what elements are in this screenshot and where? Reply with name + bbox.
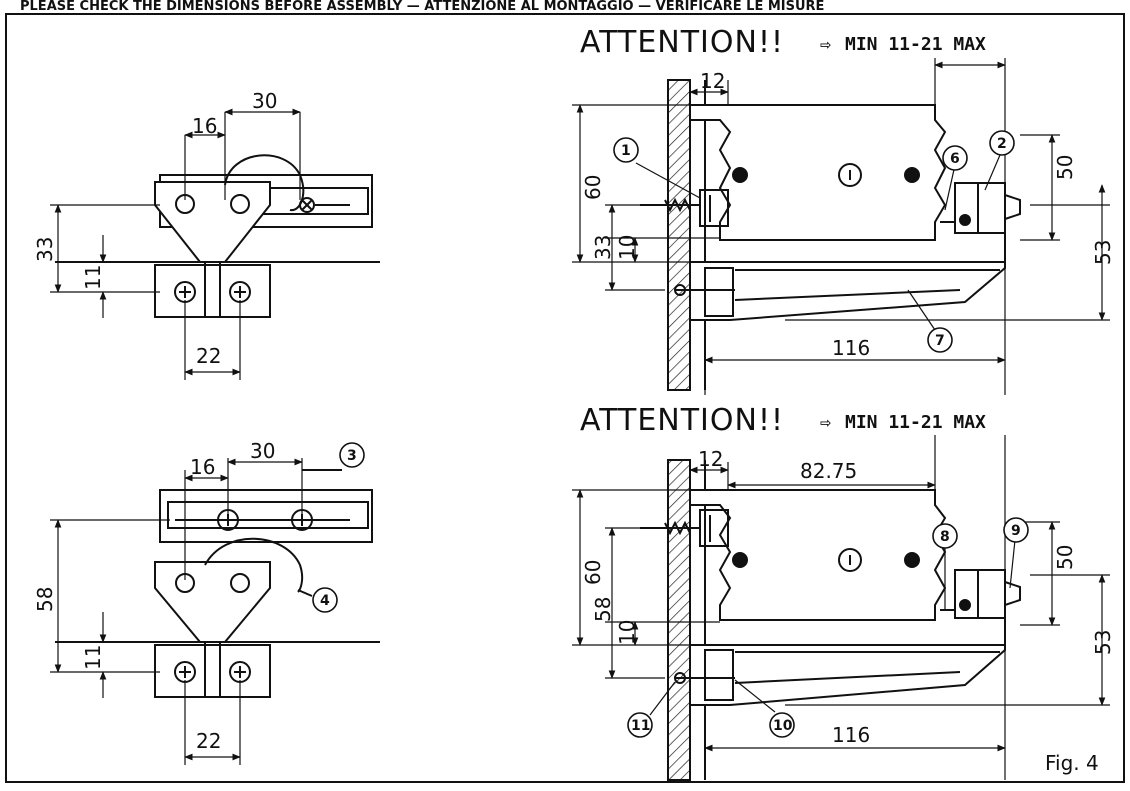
callout-10: 10 <box>773 718 793 734</box>
dim-60-top-right: 60 <box>581 175 605 200</box>
arrow-right-icon: ⇨ <box>820 34 831 55</box>
dim-116-top-right: 116 <box>832 336 870 360</box>
dim-16-top-left: 16 <box>192 114 217 138</box>
figure-label: Fig. 4 <box>1045 751 1099 775</box>
dim-11-top-left: 11 <box>81 265 105 290</box>
attention-label-bottom: ATTENTION!! <box>580 403 784 438</box>
range-label-bottom: MIN 11-21 MAX <box>845 412 986 433</box>
bottom-right-view <box>640 459 1021 781</box>
top-cut-text: PLEASE CHECK THE DIMENSIONS BEFORE ASSEM… <box>20 0 824 14</box>
callout-9: 9 <box>1011 523 1021 539</box>
dim-12-top-right: 12 <box>700 69 725 93</box>
dim-60-bottom-right: 60 <box>581 560 605 585</box>
callout-4: 4 <box>320 593 330 609</box>
dim-30-bottom-left: 30 <box>250 439 275 463</box>
bottom-right-dims <box>572 435 1110 780</box>
callout-11: 11 <box>631 718 650 734</box>
callout-7: 7 <box>935 333 945 349</box>
callout-1: 1 <box>621 143 631 159</box>
callout-3: 3 <box>347 448 357 464</box>
top-right-dims <box>572 58 1110 395</box>
dim-11-bottom-left: 11 <box>81 645 105 670</box>
dim-12-bottom-right: 12 <box>698 447 723 471</box>
dim-53-bottom-right: 53 <box>1091 630 1115 655</box>
top-left-dims <box>50 108 301 380</box>
dim-82-75-bottom-right: 82.75 <box>800 459 857 483</box>
top-right-callouts <box>613 130 1015 353</box>
dim-10-bottom-right: 10 <box>615 620 639 645</box>
dim-53-top-right: 53 <box>1091 240 1115 265</box>
dim-116-bottom-right: 116 <box>832 723 870 747</box>
dim-22-top-left: 22 <box>196 344 221 368</box>
dim-33-top-left: 33 <box>33 237 57 262</box>
bottom-left-dims <box>50 458 303 765</box>
arrow-right-icon-bottom: ⇨ <box>820 412 831 433</box>
callout-6: 6 <box>950 151 960 167</box>
dim-58-bottom-right: 58 <box>591 597 615 622</box>
callout-8: 8 <box>940 529 950 545</box>
callout-2: 2 <box>997 136 1007 152</box>
range-label-top: MIN 11-21 MAX <box>845 34 986 55</box>
dim-50-top-right: 50 <box>1053 155 1077 180</box>
top-left-view <box>55 154 380 318</box>
bottom-left-view <box>55 469 380 698</box>
frame-border <box>5 13 1125 783</box>
dim-22-bottom-left: 22 <box>196 729 221 753</box>
dim-10-top-right: 10 <box>615 235 639 260</box>
dim-50-bottom-right: 50 <box>1053 545 1077 570</box>
bottom-left-callouts <box>312 442 365 613</box>
dim-33-top-right: 33 <box>591 235 615 260</box>
dim-30-top-left: 30 <box>252 89 277 113</box>
dim-16-bottom-left: 16 <box>190 455 215 479</box>
dim-58-bottom-left: 58 <box>33 587 57 612</box>
attention-label-top: ATTENTION!! <box>580 25 784 60</box>
bottom-right-callouts <box>627 517 1029 738</box>
top-right-view <box>640 79 1021 391</box>
